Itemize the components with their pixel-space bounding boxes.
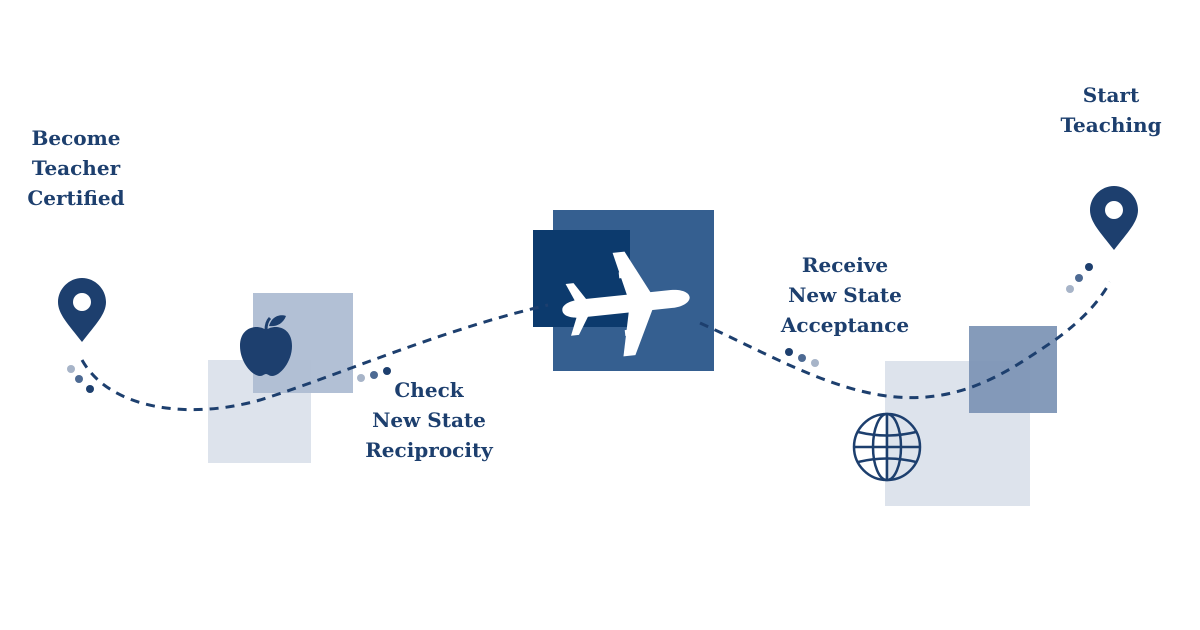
trail-dot xyxy=(811,359,819,367)
trail-dot xyxy=(1066,285,1074,293)
trail-dot xyxy=(75,375,83,383)
step-line: Teaching xyxy=(1060,113,1162,137)
trail-dot xyxy=(798,354,806,362)
step-line: Become xyxy=(31,126,121,150)
trail-dot xyxy=(86,385,94,393)
airplane-icon xyxy=(562,251,690,357)
step-line: New State xyxy=(788,283,902,307)
trail-dot xyxy=(383,367,391,375)
map-pin-icon xyxy=(1090,186,1138,250)
step-label-certified: Become Teacher Certified xyxy=(20,123,132,213)
map-pin-icon xyxy=(58,278,106,342)
step-line: New State xyxy=(372,408,486,432)
trail-dot xyxy=(357,374,365,382)
soft-square-right xyxy=(969,326,1057,413)
dashed-journey-path xyxy=(80,303,549,412)
step-label-acceptance: Receive New State Acceptance xyxy=(778,250,912,340)
step-label-reciprocity: Check New State Reciprocity xyxy=(362,375,496,465)
dashed-journey-path-right xyxy=(699,281,1112,400)
trail-dot xyxy=(67,365,75,373)
step-line: Check xyxy=(394,378,464,402)
trail-dot xyxy=(1075,274,1083,282)
trail-dot xyxy=(1085,263,1093,271)
step-line: Reciprocity xyxy=(365,438,493,462)
globe-icon xyxy=(852,412,922,482)
trail-dot xyxy=(370,371,378,379)
step-line: Acceptance xyxy=(780,313,910,337)
step-label-teaching: Start Teaching xyxy=(1052,80,1170,140)
step-line: Start xyxy=(1082,83,1140,107)
step-line: Certified xyxy=(27,186,125,210)
step-line: Teacher xyxy=(31,156,121,180)
step-line: Receive xyxy=(801,253,889,277)
apple-icon xyxy=(240,315,292,376)
trail-dot xyxy=(785,348,793,356)
